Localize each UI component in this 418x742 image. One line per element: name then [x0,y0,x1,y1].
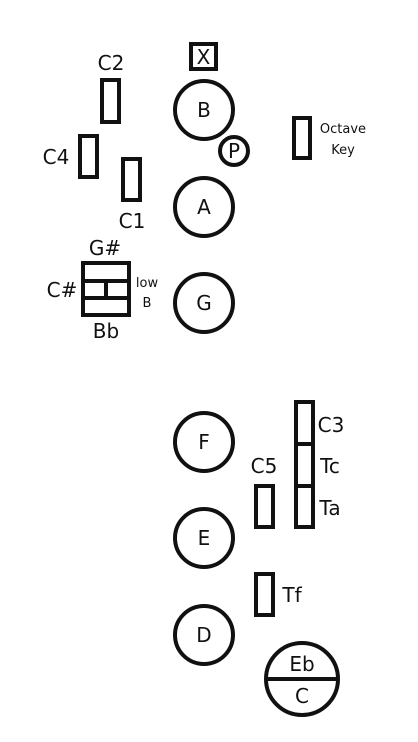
key-d[interactable] [173,604,235,666]
key-g[interactable] [173,272,235,334]
key-ta-label: Ta [318,496,340,520]
key-tc-label: Tc [319,454,340,478]
key-c2[interactable] [100,78,121,124]
key-b[interactable] [173,79,235,141]
key-e-label: E [198,526,211,550]
key-f[interactable] [173,411,235,473]
key-c5[interactable] [254,484,275,529]
key-tf-label: Tf [281,583,302,607]
key-g-sharp-label: G# [89,236,121,260]
key-eb-c[interactable] [264,641,340,717]
key-c3-label: C3 [318,413,345,437]
low-b-label-line1: low [136,276,159,291]
key-ta[interactable] [294,484,315,529]
key-p-label: P [228,139,240,163]
octave-key-label-line2: Key [331,143,355,158]
key-c4[interactable] [78,134,99,179]
key-tc[interactable] [294,442,315,488]
key-c3[interactable] [294,400,315,446]
key-c5-label: C5 [251,454,278,478]
key-b-label: B [197,98,211,122]
key-p[interactable] [218,135,250,167]
key-a[interactable] [173,176,235,238]
pinky-key-cluster [81,261,131,317]
key-x-label: X [197,45,211,69]
key-e[interactable] [173,507,235,569]
key-b-flat-label: Bb [93,319,119,343]
key-g-label: G [196,291,212,315]
key-a-label: A [197,195,211,219]
key-d-label: D [196,623,211,647]
key-c2-label: C2 [98,51,125,75]
key-c1[interactable] [121,157,142,202]
key-x[interactable] [189,42,218,71]
key-c-label: C [295,684,309,708]
key-c4-label: C4 [43,145,70,169]
key-c1-label: C1 [119,209,146,233]
low-b-label-line2: B [143,296,152,311]
key-eb-label: Eb [289,652,314,676]
key-c-sharp-label: C# [47,278,78,302]
key-octave[interactable] [292,116,312,160]
octave-key-label-line1: Octave [320,122,366,137]
key-f-label: F [198,430,210,454]
key-tf[interactable] [254,572,275,617]
